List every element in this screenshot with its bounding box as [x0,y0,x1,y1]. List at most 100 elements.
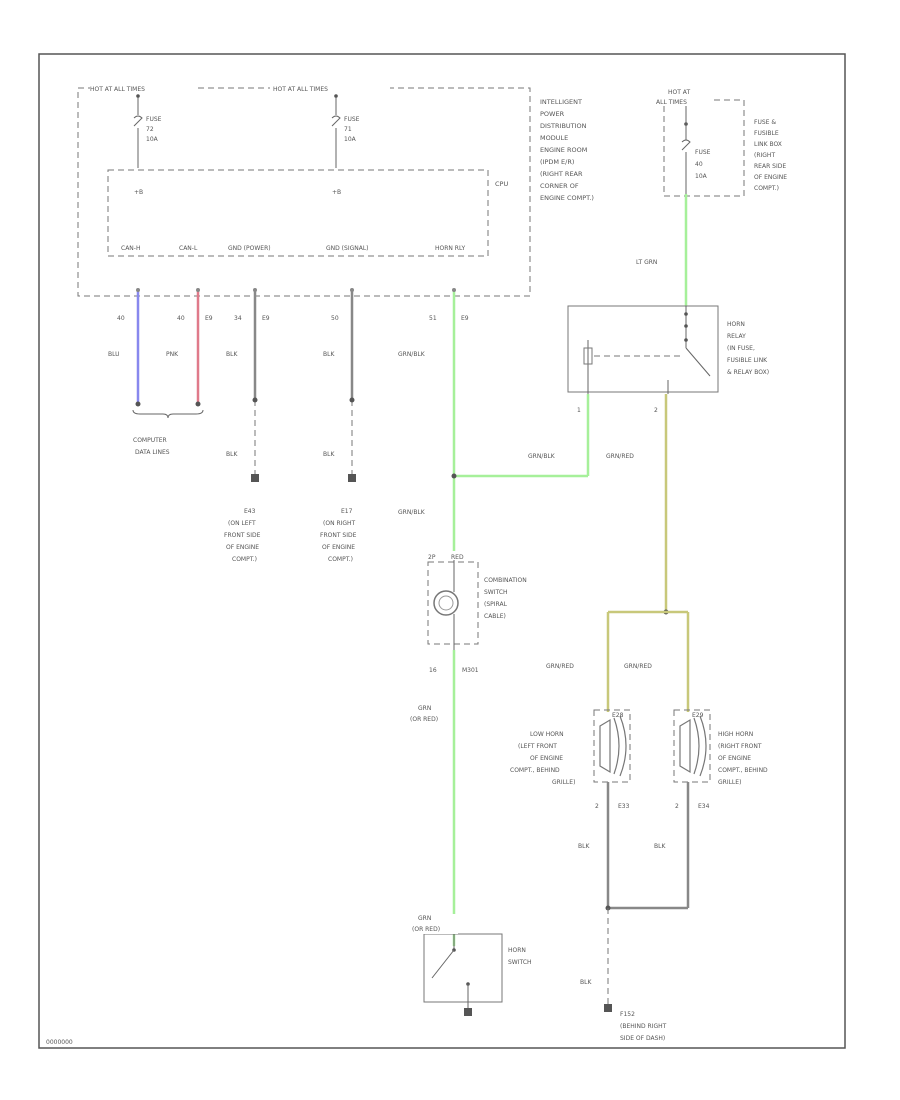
svg-text:GRN/BLK: GRN/BLK [398,509,426,516]
svg-text:(RIGHT: (RIGHT [754,152,775,159]
svg-text:SWITCH: SWITCH [484,589,508,596]
svg-text:BLK: BLK [578,843,590,850]
ipdm-description: INTELLIGENT POWER DISTRIBUTION MODULE EN… [540,98,594,202]
fuse-box-description: FUSE & FUSIBLE LINK BOX (RIGHT REAR SIDE… [754,119,787,192]
svg-text:(ON LEFT: (ON LEFT [228,520,256,527]
svg-text:BLK: BLK [226,451,238,458]
svg-text:OF ENGINE: OF ENGINE [754,174,787,181]
svg-text:LOW HORN: LOW HORN [530,731,564,738]
svg-text:(IN FUSE,: (IN FUSE, [727,345,755,352]
svg-text:E33: E33 [618,803,630,810]
svg-text:(IPDM E/R): (IPDM E/R) [540,158,574,166]
cpu-label: CPU [495,180,508,188]
terminal-gnd-signal: GND (SIGNAL) [326,245,369,252]
svg-text:(OR RED): (OR RED) [412,926,440,933]
svg-text:ENGINE ROOM: ENGINE ROOM [540,146,587,154]
svg-text:(OR RED): (OR RED) [410,716,438,723]
svg-text:F152: F152 [620,1011,635,1018]
horn-relay-description: HORN RELAY (IN FUSE, FUSIBLE LINK & RELA… [727,321,769,376]
terminal-can-h: CAN-H [121,245,140,252]
svg-text:10A: 10A [146,136,159,143]
svg-text:CABLE): CABLE) [484,613,506,620]
horn-switch-box [423,933,503,1003]
diagram-id: 0000000 [46,1039,73,1046]
svg-text:PNK: PNK [166,351,179,358]
svg-text:E17: E17 [341,508,353,515]
svg-text:(BEHIND RIGHT: (BEHIND RIGHT [620,1023,667,1030]
svg-text:2: 2 [654,407,658,414]
svg-text:50: 50 [331,315,339,322]
svg-text:E43: E43 [244,508,256,515]
svg-text:+B: +B [134,189,143,196]
diagram-frame [38,53,846,1049]
svg-text:COMPT.): COMPT.) [328,556,353,563]
svg-text:2: 2 [675,803,679,810]
svg-text:GRN: GRN [418,915,431,922]
ipdm-hot-left: HOT AT ALL TIMES [90,86,145,93]
svg-text:LT GRN: LT GRN [636,259,657,266]
fuse-71-label: FUSE [344,116,360,123]
terminal-horn-rly: HORN RLY [435,245,466,252]
svg-text:40: 40 [695,161,703,168]
svg-text:SIDE OF DASH): SIDE OF DASH) [620,1035,665,1042]
ipdm-cpu-box [107,169,489,257]
ground-e17-label: E17 (ON RIGHT FRONT SIDE OF ENGINE COMPT… [320,508,357,563]
svg-text:BLU: BLU [108,351,120,358]
svg-text:COMPT., BEHIND: COMPT., BEHIND [718,767,768,774]
svg-text:40: 40 [117,315,125,322]
svg-text:GRN: GRN [418,705,431,712]
svg-text:COMBINATION: COMBINATION [484,577,527,584]
high-horn-description: HIGH HORN (RIGHT FRONT OF ENGINE COMPT.,… [718,731,768,786]
svg-text:LINK BOX: LINK BOX [754,141,782,148]
svg-text:GRN/RED: GRN/RED [624,663,652,670]
svg-text:FUSIBLE: FUSIBLE [754,130,779,137]
svg-text:OF ENGINE: OF ENGINE [718,755,751,762]
svg-text:BLK: BLK [323,451,335,458]
svg-text:1: 1 [577,407,581,414]
svg-text:16: 16 [429,667,437,674]
svg-text:COMPT.): COMPT.) [232,556,257,563]
svg-text:FUSIBLE LINK: FUSIBLE LINK [727,357,768,364]
terminal-gnd-power: GND (POWER) [228,245,271,252]
svg-text:CORNER OF: CORNER OF [540,182,579,190]
svg-text:SWITCH: SWITCH [508,959,532,966]
combination-switch-description: COMBINATION SWITCH (SPIRAL CABLE) [484,577,527,620]
svg-text:HORN: HORN [727,321,745,328]
low-horn-icon [593,709,631,783]
svg-text:GRN/BLK: GRN/BLK [528,453,556,460]
svg-text:MODULE: MODULE [540,134,568,142]
svg-text:GRN/RED: GRN/RED [546,663,574,670]
computer-data-lines: COMPUTER [133,437,167,444]
svg-text:POWER: POWER [540,110,565,118]
svg-text:10A: 10A [344,136,357,143]
svg-text:2P: 2P [428,554,436,561]
svg-text:ALL TIMES: ALL TIMES [656,99,687,106]
svg-text:34: 34 [234,315,242,322]
ground-f152-label: F152 (BEHIND RIGHT SIDE OF DASH) [620,1011,667,1042]
svg-text:GRILLE): GRILLE) [718,779,741,786]
ground-symbol-horn-switch [464,1008,472,1016]
svg-text:DISTRIBUTION: DISTRIBUTION [540,122,587,130]
svg-text:51: 51 [429,315,437,322]
svg-text:& RELAY BOX): & RELAY BOX) [727,369,769,376]
svg-text:72: 72 [146,126,154,133]
svg-text:DATA LINES: DATA LINES [135,449,170,456]
svg-text:GRN/RED: GRN/RED [606,453,634,460]
svg-text:(RIGHT REAR: (RIGHT REAR [540,170,583,178]
svg-text:OF ENGINE: OF ENGINE [322,544,355,551]
svg-text:BLK: BLK [654,843,666,850]
svg-text:INTELLIGENT: INTELLIGENT [540,98,582,106]
svg-text:71: 71 [344,126,352,133]
ground-symbol-e17 [348,474,356,482]
svg-text:E34: E34 [698,803,710,810]
svg-text:GRN/BLK: GRN/BLK [398,351,426,358]
horn-switch-label: HORN [508,947,526,954]
svg-text:2: 2 [595,803,599,810]
svg-text:(LEFT FRONT: (LEFT FRONT [518,743,557,750]
ipdm-hot-right: HOT AT ALL TIMES [273,86,328,93]
high-horn-icon [673,709,711,783]
svg-text:+B: +B [332,189,341,196]
fuse-72-label: FUSE [146,116,162,123]
svg-text:OF ENGINE: OF ENGINE [226,544,259,551]
svg-text:COMPT., BEHIND: COMPT., BEHIND [510,767,560,774]
